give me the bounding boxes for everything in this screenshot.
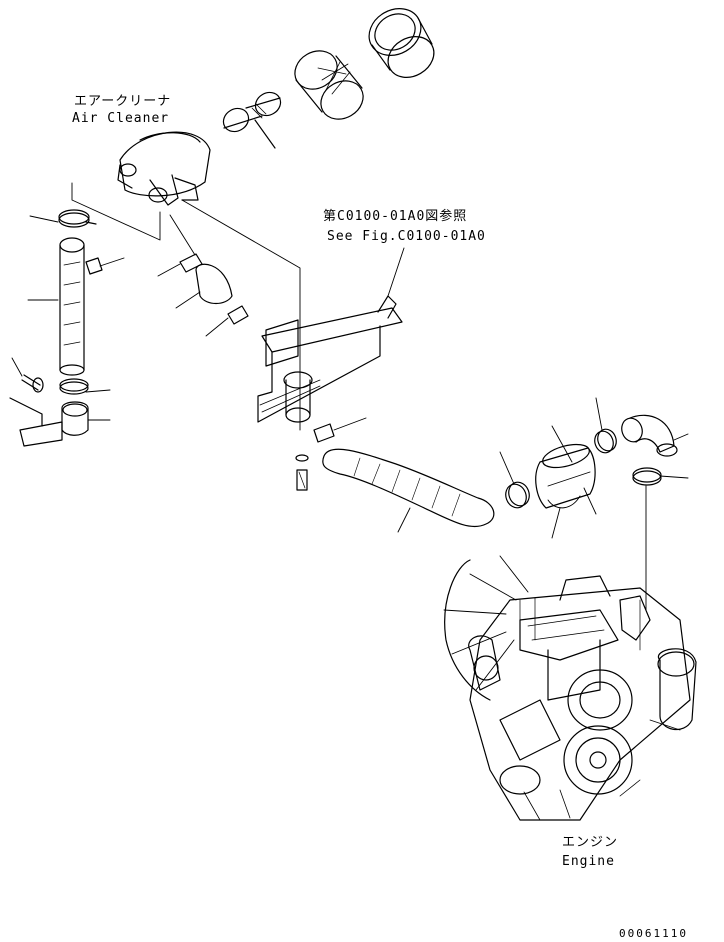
engine-label-ja: エンジン: [562, 835, 619, 850]
engine-label-en: Engine: [562, 854, 615, 869]
clamp-upper-left: [58, 209, 97, 228]
outer-filter-element: [294, 50, 364, 120]
air-cleaner-body: [117, 131, 211, 206]
elbow-hose: [621, 414, 689, 457]
figure-reference-label-ja: 第C0100-01A0図参照: [323, 209, 468, 224]
mounting-bracket-left: [9, 397, 89, 447]
clamp-right-1: [499, 451, 530, 509]
air-cleaner-label-ja: エアークリーナ: [74, 94, 172, 109]
air-hose-long: [322, 448, 495, 533]
clamp-right-2: [594, 397, 617, 454]
inner-filter-element: [222, 91, 282, 149]
hook-bracket: [85, 257, 103, 275]
intake-pipe: [59, 237, 85, 376]
air-cleaner-cap: [368, 8, 435, 78]
small-fittings-center: [157, 253, 249, 337]
clamp-lower-left: [59, 378, 89, 395]
engine-assembly: [443, 555, 697, 821]
clamp-right-3: [632, 467, 689, 611]
leader-lines-air-cleaner: [71, 182, 301, 431]
mounting-bracket-center: [257, 295, 403, 423]
bolt-left: [21, 374, 44, 393]
figure-reference-label-en: See Fig.C0100-01A0: [327, 229, 486, 244]
air-cleaner-label-en: Air Cleaner: [72, 111, 170, 126]
leader-lines-left: [11, 215, 125, 421]
washer-bolt-center: [295, 454, 309, 491]
adapter-fitting: [535, 425, 597, 539]
leader-line-reference: [387, 247, 405, 297]
sleeve-small: [313, 417, 367, 443]
drawing-code: 00061110: [619, 927, 688, 940]
